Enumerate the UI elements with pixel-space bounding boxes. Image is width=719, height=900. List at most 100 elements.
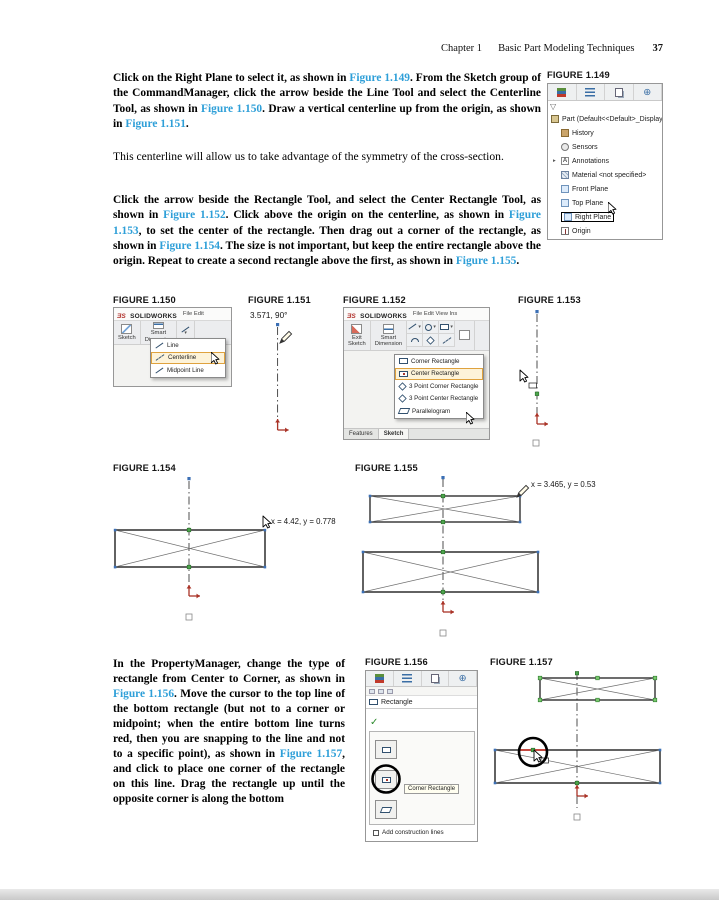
- flyout-arrow-icon[interactable]: ▾: [418, 324, 421, 330]
- tree-item-part[interactable]: Part (Default<<Default>_Display S: [548, 112, 662, 126]
- figure-1-157-label: FIGURE 1.157: [490, 657, 553, 667]
- tree-item-label: Top Plane: [572, 199, 604, 207]
- text-run: .: [516, 255, 520, 268]
- tab-sketch[interactable]: Sketch: [378, 429, 410, 439]
- menu-bar[interactable]: File Edit View Ins: [412, 311, 458, 317]
- menu-item-corner-rectangle[interactable]: Corner Rectangle: [395, 355, 483, 368]
- solidworks-titlebar: ƎS SOLIDWORKS File Edit View Ins: [344, 308, 489, 321]
- ok-checkmark-icon[interactable]: ✓: [370, 717, 379, 728]
- property-toolbar-button[interactable]: [577, 84, 605, 100]
- menu-item-3-point-center-rectangle[interactable]: 3 Point Center Rectangle: [395, 393, 483, 406]
- exit-sketch-button[interactable]: Exit Sketch: [344, 321, 371, 350]
- pm-tab-icon[interactable]: [387, 688, 393, 694]
- features-toolbar-button[interactable]: [548, 84, 577, 100]
- parallelogram-type-button[interactable]: [375, 800, 397, 819]
- tree-item-annotations[interactable]: ▸ Annotations: [548, 154, 662, 168]
- features-toolbar-button[interactable]: [366, 671, 394, 686]
- menu-item-label: Parallelogram: [412, 407, 451, 415]
- centerline-icon: [155, 354, 165, 362]
- coordinate-readout: x = 4.42, y = 0.778: [271, 517, 336, 526]
- flyout-arrow-icon[interactable]: ▾: [184, 329, 187, 336]
- tree-item-origin[interactable]: Origin: [548, 224, 662, 238]
- origin-icon: [561, 227, 569, 235]
- tree-item-sensors[interactable]: Sensors: [548, 140, 662, 154]
- corner-point: [536, 590, 540, 594]
- arc-tool-button[interactable]: [407, 334, 424, 347]
- polygon-tool-button[interactable]: [423, 334, 440, 347]
- solidworks-logo: ƎS SOLIDWORKS: [347, 308, 407, 323]
- corner-rectangle-type-button[interactable]: [375, 740, 397, 759]
- tree-filter-bar[interactable]: ▽: [548, 101, 662, 112]
- smart-dimension-button[interactable]: Smart Dimension: [371, 321, 408, 350]
- menu-item-line[interactable]: Line: [151, 339, 225, 352]
- corner-point: [263, 528, 267, 532]
- tab-features[interactable]: Features: [344, 429, 379, 439]
- history-icon: [561, 129, 569, 137]
- figure-ref-149: Figure 1.149: [349, 72, 410, 84]
- line-icon: [155, 342, 164, 349]
- rectangle-tool-button[interactable]: ▾: [439, 321, 456, 334]
- menu-item-centerline[interactable]: Centerline: [151, 351, 225, 364]
- tree-item-history[interactable]: History: [548, 126, 662, 140]
- material-icon: [561, 171, 569, 179]
- menu-item-3-point-corner-rectangle[interactable]: 3 Point Corner Rectangle: [395, 380, 483, 393]
- flyout-arrow-icon[interactable]: ▾: [433, 324, 436, 330]
- rectangle-tool-icon: [440, 324, 450, 330]
- menu-item-parallelogram[interactable]: Parallelogram: [395, 405, 483, 418]
- corner-rectangle-icon: [381, 746, 391, 753]
- ds-logo-mark: ƎS: [117, 313, 126, 320]
- pm-toolbar: ⊕: [366, 671, 477, 687]
- center-rectangle-type-button[interactable]: [375, 770, 397, 789]
- menu-item-label: 3 Point Corner Rectangle: [409, 382, 479, 390]
- figure-ref-155: Figure 1.155: [455, 255, 517, 268]
- corner-point: [263, 565, 267, 569]
- target-icon: ⊕: [643, 86, 652, 98]
- corner-point: [113, 528, 117, 532]
- line-tool-button[interactable]: ▾: [407, 321, 424, 334]
- tree-item-material[interactable]: Material <not specified>: [548, 168, 662, 182]
- expand-arrow-icon[interactable]: ▸: [553, 158, 556, 164]
- corner-point: [658, 781, 662, 785]
- pm-tab-icon[interactable]: [369, 688, 375, 694]
- spline-tool-button[interactable]: [439, 334, 456, 347]
- tree-item-front-plane[interactable]: Front Plane: [548, 182, 662, 196]
- menu-bar[interactable]: File Edit: [182, 311, 204, 317]
- configurations-icon: [614, 87, 623, 97]
- tree-item-label: Front Plane: [572, 185, 609, 193]
- selection-handle[interactable]: [595, 675, 600, 681]
- selection-handle[interactable]: [537, 675, 543, 681]
- smart-dimension-icon: [382, 323, 394, 334]
- selection-handle[interactable]: [595, 697, 600, 703]
- sketch-tools-grid: ▾ ▾ ▾: [407, 321, 456, 350]
- add-construction-lines-checkbox[interactable]: Add construction lines: [373, 829, 444, 836]
- line-tool-flyout-button[interactable]: ▾: [177, 321, 196, 344]
- tree-item-right-plane[interactable]: Right Plane: [548, 210, 662, 224]
- property-toolbar-button[interactable]: [394, 671, 422, 686]
- tree-item-label: Material <not specified>: [572, 171, 647, 179]
- configurations-toolbar-button[interactable]: [605, 84, 634, 100]
- tree-item-top-plane[interactable]: Top Plane: [548, 196, 662, 210]
- smart-dimension-label: Smart: [150, 330, 167, 337]
- selection-handle[interactable]: [652, 697, 658, 703]
- feature-manager-icon: [557, 87, 567, 97]
- dimxpert-toolbar-button[interactable]: ⊕: [634, 84, 662, 100]
- menu-item-center-rectangle[interactable]: Center Rectangle: [395, 367, 483, 380]
- pm-tab-icon[interactable]: [378, 688, 384, 694]
- selection-handle[interactable]: [652, 675, 658, 681]
- flyout-arrow-icon[interactable]: ▾: [450, 324, 453, 330]
- dimxpert-toolbar-button[interactable]: ⊕: [449, 671, 477, 686]
- sketch-button[interactable]: Sketch: [114, 321, 141, 344]
- plane-icon: [561, 185, 569, 193]
- construction-diagonal: [369, 495, 521, 523]
- mouse-cursor-icon: [262, 515, 272, 529]
- configurations-toolbar-button[interactable]: [422, 671, 450, 686]
- figure-1-149-label: FIGURE 1.149: [547, 70, 610, 80]
- figure-1-150-label: FIGURE 1.150: [113, 295, 176, 305]
- selection-handle[interactable]: [537, 697, 543, 703]
- trim-entities-button[interactable]: [455, 321, 476, 350]
- checkbox-label: Add construction lines: [382, 829, 444, 836]
- circle-tool-button[interactable]: ▾: [423, 321, 440, 334]
- checkbox-icon[interactable]: [373, 829, 379, 836]
- menu-item-midpoint-line[interactable]: Midpoint Line: [151, 364, 225, 377]
- midpoint-marker: [440, 549, 446, 555]
